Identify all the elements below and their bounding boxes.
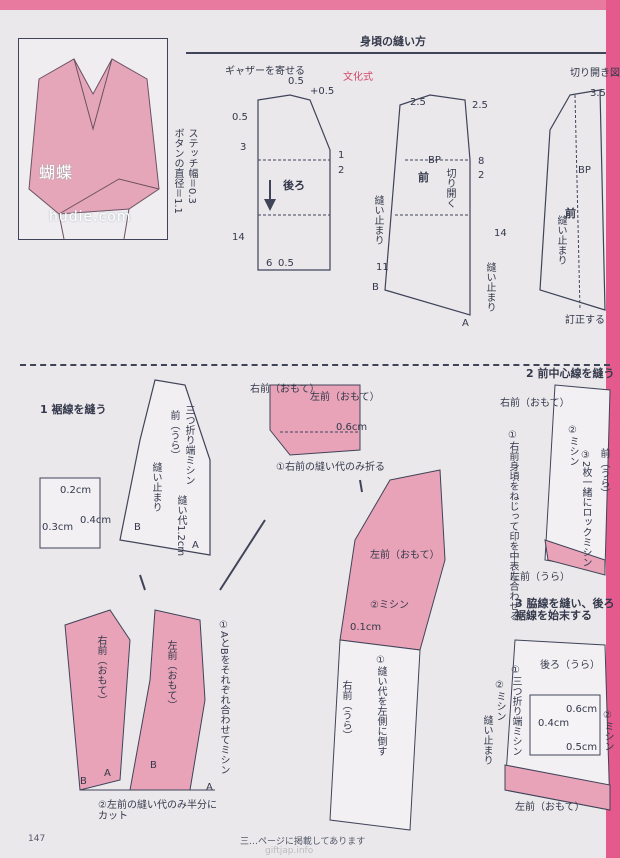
join-note2: ②左前の縫い代のみ半分にカット — [98, 800, 217, 822]
back-m2: 2 — [338, 165, 345, 176]
step3-m05: 0.5cm — [566, 742, 598, 753]
gather-note: ギャザーを寄せる — [225, 66, 305, 77]
front-m14: 14 — [494, 228, 507, 239]
join-left-front: 左前（おもて） — [165, 640, 176, 710]
center-mishin: ②ミシン — [370, 600, 409, 611]
step2-note3: ③2枚一緒にロックミシン — [580, 450, 591, 568]
step1-a: A — [192, 540, 199, 551]
step3-m04: 0.4cm — [538, 718, 570, 729]
cut-open-finish: 訂正する — [565, 315, 605, 326]
cut-open-front: 前 — [565, 207, 576, 220]
front-m11: 11 — [376, 262, 389, 273]
step2-front-ura: 前（うら） — [598, 448, 609, 498]
step1-m02: 0.2cm — [60, 485, 92, 496]
cut-open-title: 切り開き図 — [570, 68, 620, 79]
front-cut-open: 切り開く — [444, 168, 455, 208]
center-right-front: 右前（うら） — [340, 680, 351, 740]
step3-mishin2: ②ミシン — [602, 710, 613, 751]
back-m1: 1 — [338, 150, 345, 161]
step3-mishin: ②ミシン — [494, 680, 505, 721]
front-stop: 縫い止まり — [372, 195, 383, 245]
step3-fold: ①三つ折り端ミシン — [510, 665, 521, 756]
step3-back-ura: 後ろ（うら） — [540, 660, 600, 671]
join-a2: A — [206, 782, 213, 793]
section-divider — [20, 364, 610, 366]
step1-title: 1 裾線を縫う — [40, 403, 107, 416]
cut-open-m35: 3.5 — [590, 88, 606, 99]
back-m05a: 0.5 — [288, 76, 304, 87]
front-bp: BP — [428, 155, 441, 166]
center-left-front: 左前（おもて） — [370, 550, 440, 561]
garment-illustration: 蝴蝶 hudie.com — [18, 38, 168, 240]
page-title: 身頃の縫い方 — [360, 35, 426, 48]
stitch-width-note: ステッチ幅＝0.3 — [186, 128, 197, 204]
join-right-front: 右前（おもて） — [95, 635, 106, 705]
cut-open-bp: BP — [578, 165, 591, 176]
step1-fold-note: 三つ折り端ミシン — [183, 405, 194, 485]
step1-b: B — [134, 522, 141, 533]
front-stop2: 縫い止まり — [484, 262, 495, 312]
back-m6: 6 — [266, 258, 273, 269]
front-m25b: 2.5 — [472, 100, 488, 111]
footer-site: giftjap.info — [265, 846, 314, 856]
front-m2: 2 — [478, 170, 485, 181]
center-m01: 0.1cm — [350, 622, 382, 633]
step2-right-front: 右前（おもて） — [500, 398, 570, 409]
watermark-text: 蝴蝶 — [39, 163, 74, 182]
back-m05c: +0.5 — [310, 86, 335, 97]
step3-m06: 0.6cm — [566, 704, 598, 715]
step1-allow: 縫い代1.2cm — [175, 495, 186, 557]
back-m14: 14 — [232, 232, 245, 243]
method-label: 文化式 — [343, 72, 373, 83]
step2-title: 2 前中心線を縫う — [526, 367, 615, 380]
step2-note2: ②ミシン — [567, 425, 578, 466]
front-piece-label: 前 — [418, 171, 429, 184]
back-piece-label: 後ろ — [283, 179, 305, 192]
step1-m04: 0.4cm — [80, 515, 112, 526]
back-m3: 3 — [240, 142, 247, 153]
front-m25a: 2.5 — [410, 97, 426, 108]
back-m05d: 0.5 — [278, 258, 294, 269]
top-color-band — [0, 0, 620, 10]
step3-stop: 縫い止まり — [481, 715, 492, 765]
step2-left-front: 左前（うら） — [510, 572, 570, 583]
join-b: B — [80, 776, 87, 787]
fold-right-front: 右前（おもて） — [250, 384, 320, 395]
header-rule — [186, 52, 606, 54]
button-size-note: ボタンの直径＝1.1 — [172, 128, 183, 214]
right-color-band — [606, 0, 620, 858]
watermark-url: hudie.com — [49, 209, 132, 225]
step1-m03: 0.3cm — [42, 522, 74, 533]
step1-stop: 縫い止まり — [150, 462, 161, 512]
fold-left-front: 左前（おもて） — [310, 392, 380, 403]
join-a: A — [104, 768, 111, 779]
blouse-sketch — [28, 58, 160, 239]
join-note1: ①AとBをそれぞれ合わせてミシン — [218, 620, 229, 775]
page-number: 147 — [28, 834, 46, 844]
step3-title: 3 脇線を縫い、後ろ裾線を始末する — [515, 597, 615, 623]
join-b2: B — [150, 760, 157, 771]
front-a: A — [462, 318, 469, 329]
front-m8: 8 — [478, 156, 485, 167]
step3-left-front: 左前（おもて） — [515, 802, 585, 813]
footer-note: 三…ページに掲載してあります — [240, 837, 366, 847]
back-m05b: 0.5 — [232, 112, 248, 123]
front-b: B — [372, 282, 379, 293]
step1-front-ura: 前（うら） — [168, 410, 179, 460]
step2-note1: ①右前身頃をねじって印を中表に合わせる — [507, 430, 518, 621]
center-note: ①縫い代を左側に倒す — [375, 655, 386, 756]
fold-m06: 0.6cm — [336, 422, 368, 433]
fold-note: ①右前の縫い代のみ折る — [276, 462, 385, 473]
cut-open-stop: 縫い止まり — [555, 215, 566, 265]
